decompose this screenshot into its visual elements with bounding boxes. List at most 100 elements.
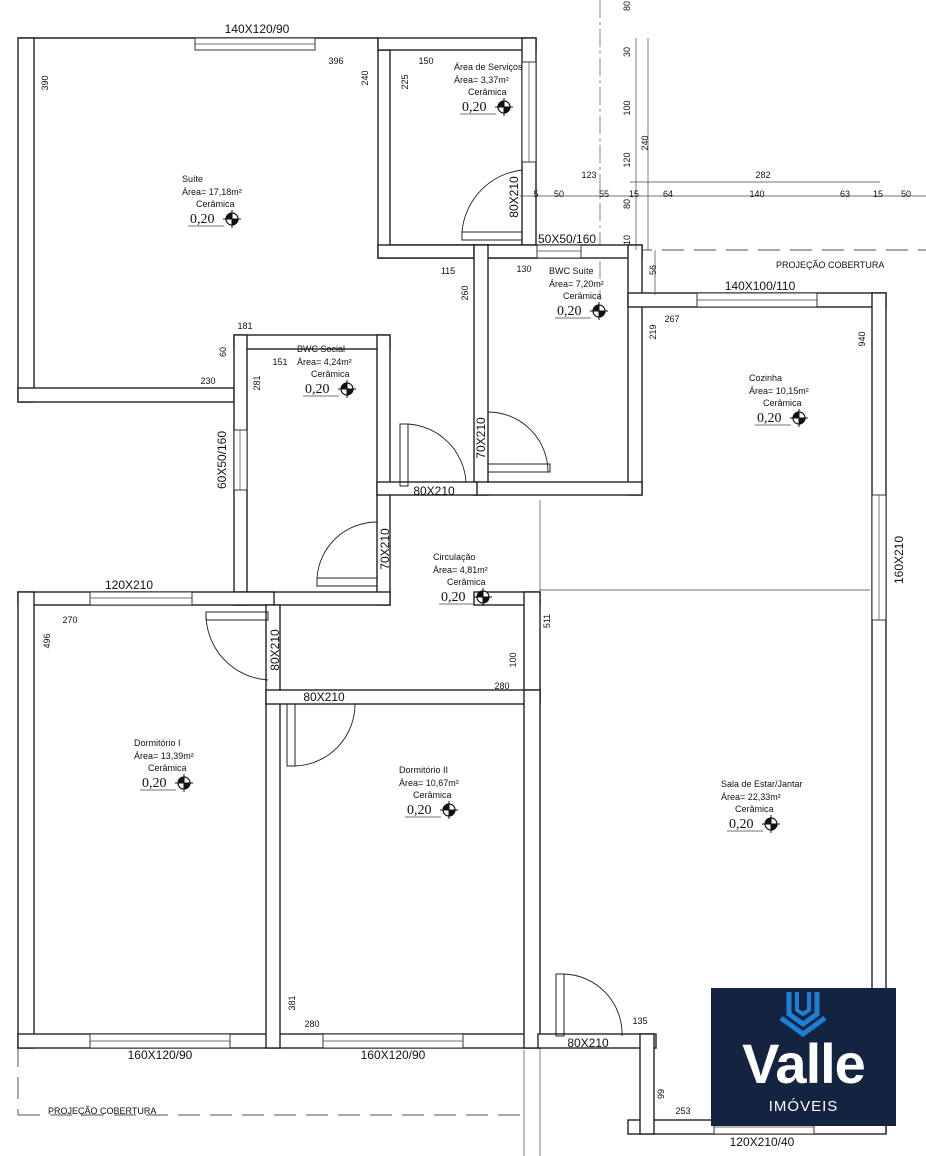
dimension-label: 260 <box>460 285 470 300</box>
opening-label: 120X210 <box>105 578 153 592</box>
opening-labels: 140X120/90 50X50/160 140X100/110 60X50/1… <box>105 22 906 1149</box>
projection-note: PROJEÇÃO COBERTURA <box>48 1106 156 1116</box>
dimension-label: 282 <box>755 170 770 180</box>
room-area: Área= 4,81m² <box>433 565 488 575</box>
dimension-label: 50 <box>554 189 564 199</box>
opening-label: 70X210 <box>474 417 488 459</box>
dimension-label: 120 <box>622 152 632 167</box>
room-area: Área= 17,18m² <box>182 187 242 197</box>
opening-label: 60X50/160 <box>215 431 229 489</box>
doors <box>205 169 623 1037</box>
room-name: BWC Social <box>297 344 345 354</box>
room-area: Área= 3,37m² <box>454 75 509 85</box>
dimension-label: 280 <box>494 681 509 691</box>
dimension-label: 281 <box>252 375 262 390</box>
brand-sub: IMÓVEIS <box>768 1098 839 1115</box>
dimension-label: 140 <box>749 189 764 199</box>
room-name: Área de Serviços <box>454 62 523 72</box>
level-value: 0,20 <box>729 817 754 832</box>
dimension-label: 280 <box>304 1019 319 1029</box>
dimension-label: 230 <box>200 376 215 386</box>
room-area: Área= 7,20m² <box>549 279 604 289</box>
opening-label: 120X210/40 <box>730 1135 795 1149</box>
dimension-label: 63 <box>840 189 850 199</box>
dimension-label: 240 <box>640 135 650 150</box>
room-name: Sala de Estar/Jantar <box>721 779 803 789</box>
dimension-label: 64 <box>663 189 673 199</box>
level-value: 0,20 <box>462 100 487 115</box>
dimension-label: 5 <box>533 189 538 199</box>
opening-label: 140X120/90 <box>225 22 290 36</box>
projection-notes: PROJEÇÃO COBERTURA PROJEÇÃO COBERTURA <box>48 260 884 1116</box>
room-floor: Cerâmica <box>311 369 350 379</box>
room-floor: Cerâmica <box>763 398 802 408</box>
opening-label: 160X120/90 <box>361 1048 426 1062</box>
opening-label: 80X210 <box>507 176 521 218</box>
dimension-label: 253 <box>675 1106 690 1116</box>
dimension-label: 267 <box>664 314 679 324</box>
valle-logo: Valle IMÓVEIS <box>711 988 896 1126</box>
dimension-label: 30 <box>622 47 632 57</box>
room-floor: Cerâmica <box>447 577 486 587</box>
dimension-label: 381 <box>287 995 297 1010</box>
room-floor: Cerâmica <box>468 87 507 97</box>
level-marker-icon <box>762 815 780 833</box>
level-marker-icon <box>175 774 193 792</box>
level-value: 0,20 <box>407 803 432 818</box>
dimension-label: 396 <box>328 56 343 66</box>
opening-label: 70X210 <box>378 528 392 570</box>
dimension-label: 60 <box>218 347 228 357</box>
room-floor: Cerâmica <box>735 804 774 814</box>
room-name: Circulação <box>433 552 476 562</box>
level-marker-icon <box>223 210 241 228</box>
room-area: Área= 10,15m² <box>749 386 809 396</box>
dimension-label: 123 <box>581 170 596 180</box>
room-area: Área= 22,33m² <box>721 792 781 802</box>
dimension-label: 130 <box>516 264 531 274</box>
opening-label: 160X120/90 <box>128 1048 193 1062</box>
room-name: Dormitório II <box>399 765 448 775</box>
dimension-label: 496 <box>42 633 52 648</box>
logo-mark-icon <box>779 992 827 1038</box>
dimension-label: 181 <box>237 321 252 331</box>
room-floor: Cerâmica <box>196 199 235 209</box>
room-area: Área= 10,67m² <box>399 778 459 788</box>
room-area: Área= 13,39m² <box>134 751 194 761</box>
dimension-label: 100 <box>622 100 632 115</box>
level-value: 0,20 <box>142 776 167 791</box>
dimension-labels: 396 390 240 150 225 115 260 130 181 60 1… <box>40 1 911 1116</box>
dimension-label: 55 <box>599 189 609 199</box>
dimension-label: 511 <box>542 614 552 628</box>
level-marker-icon <box>440 801 458 819</box>
level-marker-icon <box>495 98 513 116</box>
dimension-label: 240 <box>360 70 370 85</box>
dimension-label: 50 <box>901 189 911 199</box>
dimension-label: 219 <box>648 324 658 339</box>
dimension-label: 150 <box>418 56 433 66</box>
level-marker-icon <box>790 409 808 427</box>
windows <box>89 37 887 1135</box>
room-floor: Cerâmica <box>148 763 187 773</box>
dimension-label: 80 <box>622 199 632 209</box>
dimension-label: 80 <box>622 1 632 11</box>
dimension-label: 15 <box>873 189 883 199</box>
projection-note: PROJEÇÃO COBERTURA <box>776 260 884 270</box>
room-name: BWC Suíte <box>549 266 594 276</box>
level-marker-icon <box>590 302 608 320</box>
level-value: 0,20 <box>190 212 215 227</box>
dimension-label: 270 <box>62 615 77 625</box>
dimension-label: 115 <box>441 266 455 276</box>
opening-label: 80X210 <box>268 629 282 671</box>
opening-label: 80X210 <box>567 1036 609 1050</box>
dimension-label: 225 <box>400 74 410 89</box>
room-area: Área= 4,24m² <box>297 357 352 367</box>
dimension-label: 10 <box>622 235 632 245</box>
